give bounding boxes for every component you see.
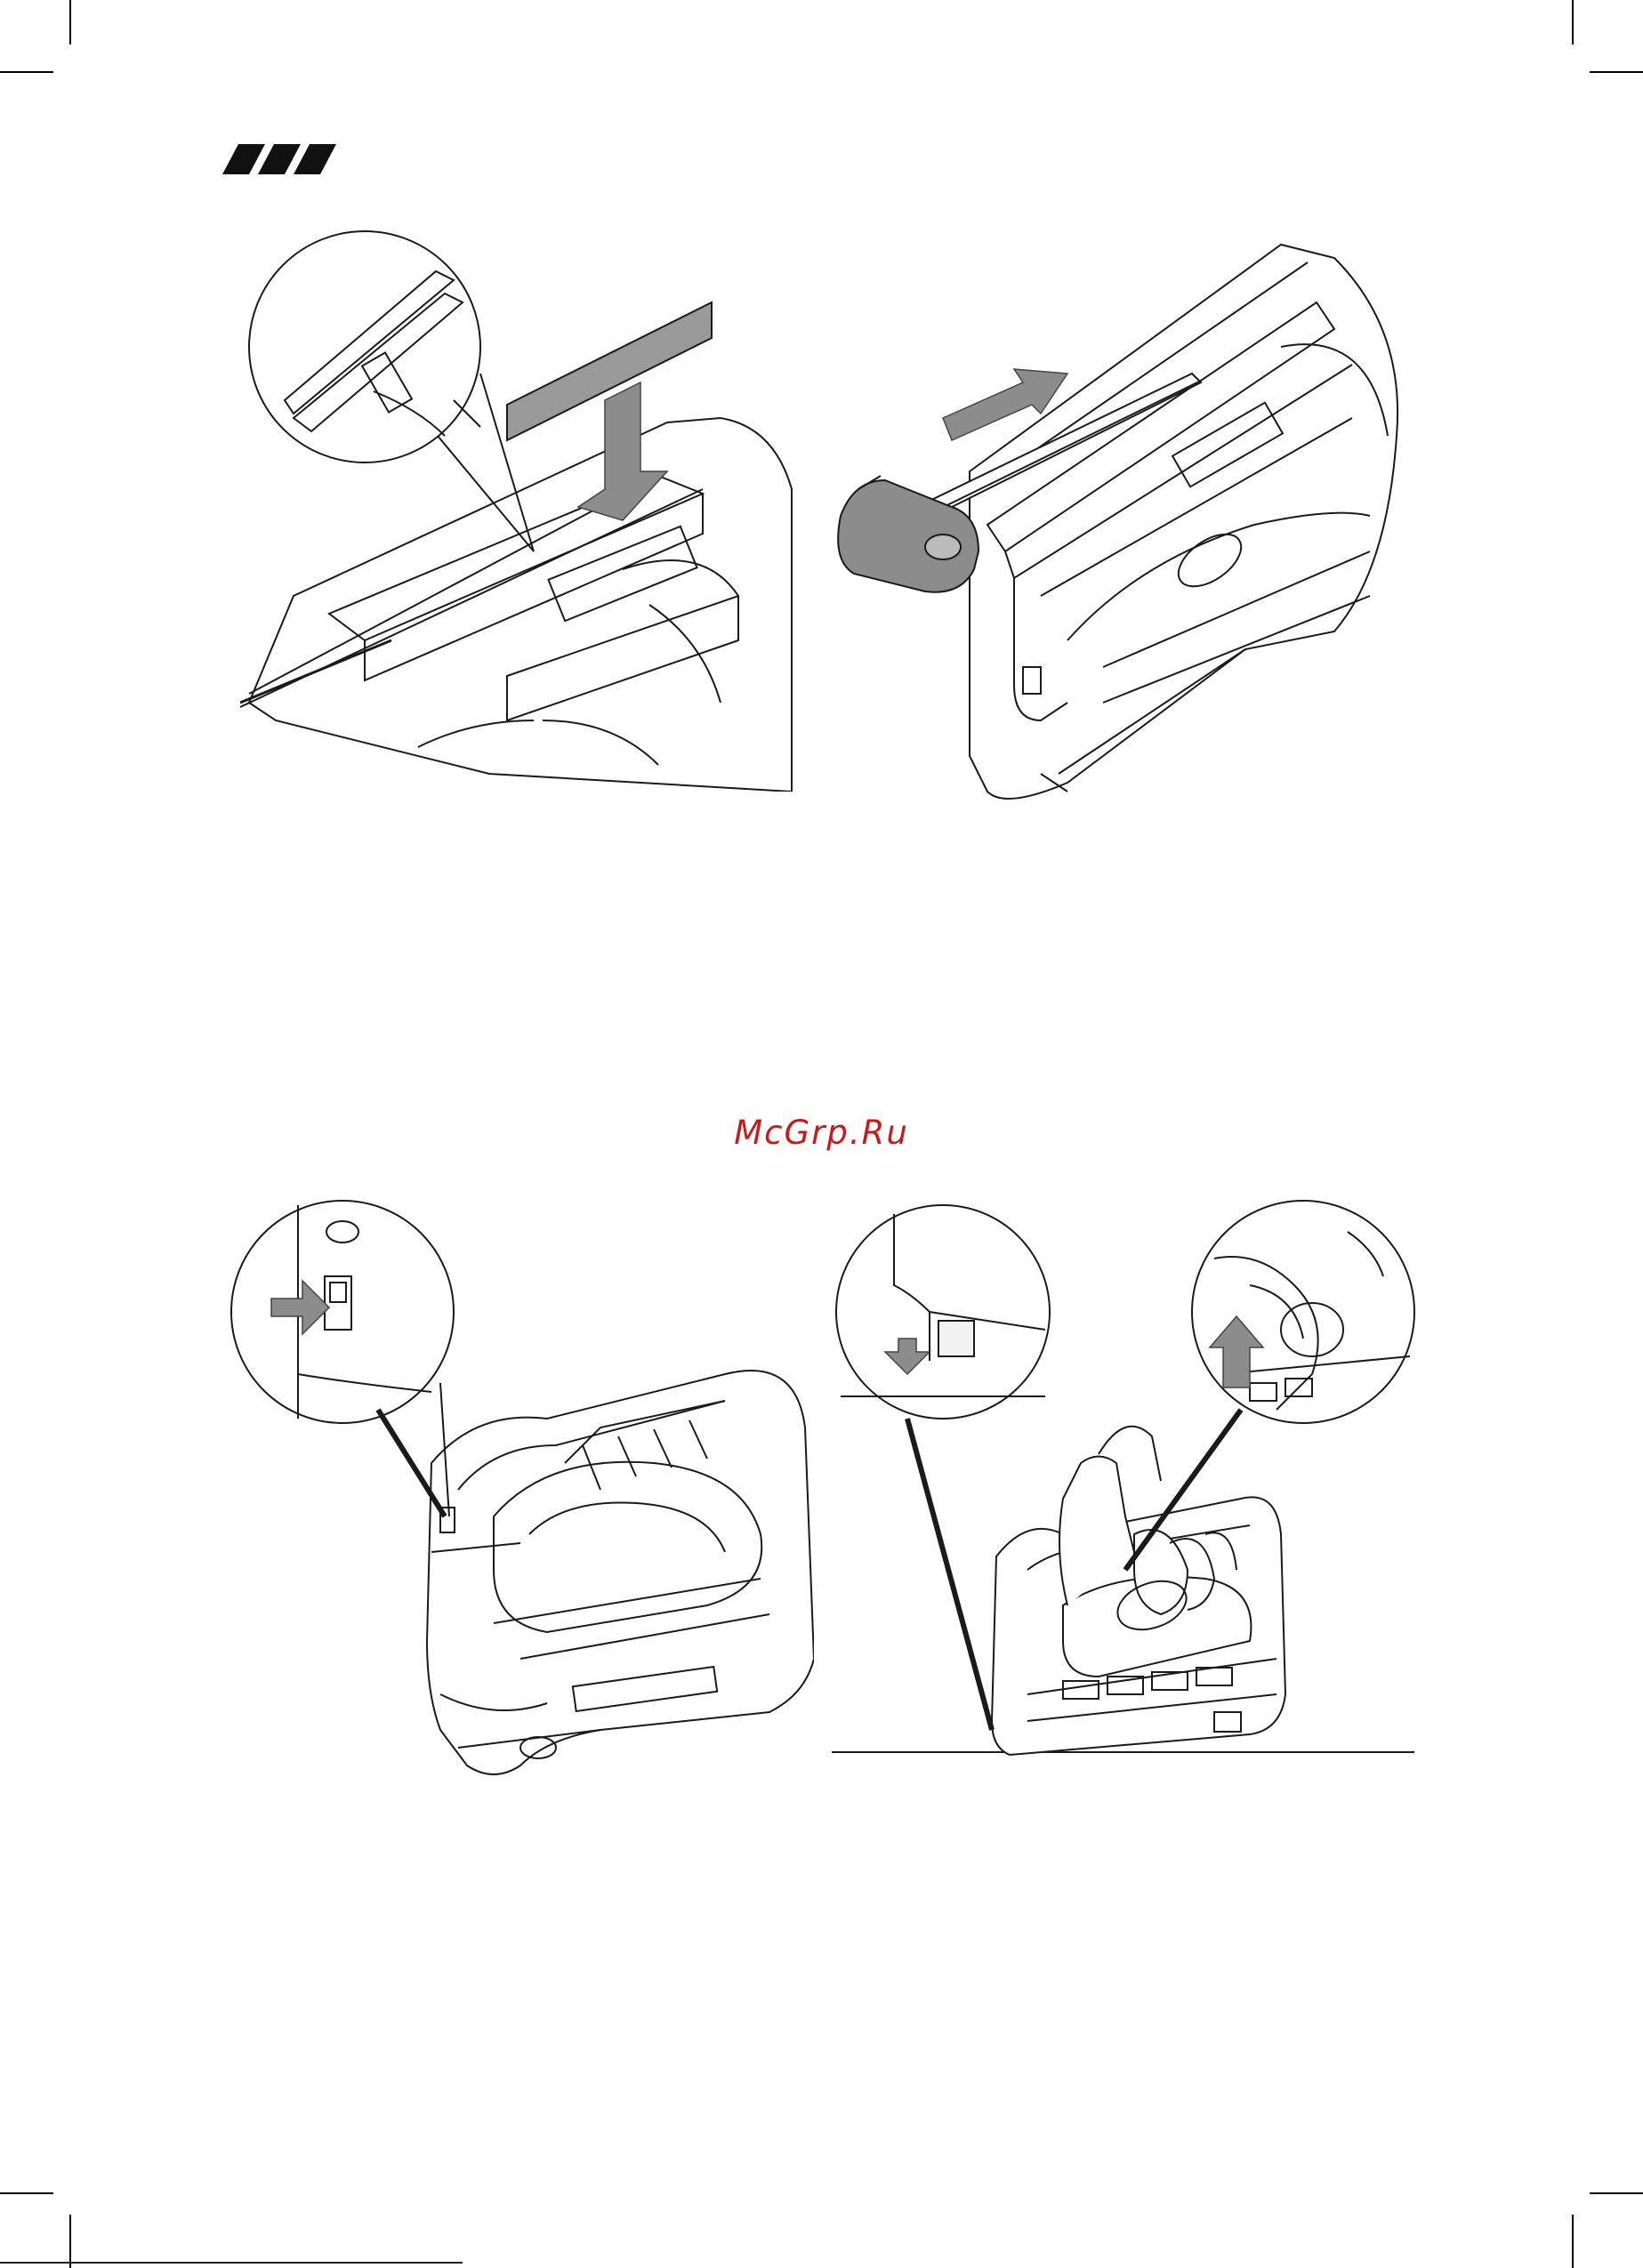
footer-rule [0, 2262, 463, 2264]
crop-mark-top-left-h [0, 71, 53, 73]
figure-power-switch [227, 1196, 814, 1783]
crop-mark-top-right-v [1572, 0, 1574, 44]
crop-mark-top-right-h [1590, 71, 1643, 73]
figure-load-staples [240, 222, 801, 792]
brand-stripes-logo [222, 144, 347, 174]
crop-mark-top-left-v [69, 0, 71, 44]
crop-mark-bottom-left-v [69, 2215, 71, 2268]
crop-mark-bottom-left-h [0, 2192, 53, 2194]
crop-mark-bottom-right-h [1590, 2192, 1643, 2194]
figure-operate-tool [832, 1196, 1419, 1765]
crop-mark-bottom-right-v [1572, 2215, 1574, 2268]
watermark-text: McGrp.Ru [0, 1114, 1643, 1152]
figure-close-magazine [836, 222, 1405, 809]
